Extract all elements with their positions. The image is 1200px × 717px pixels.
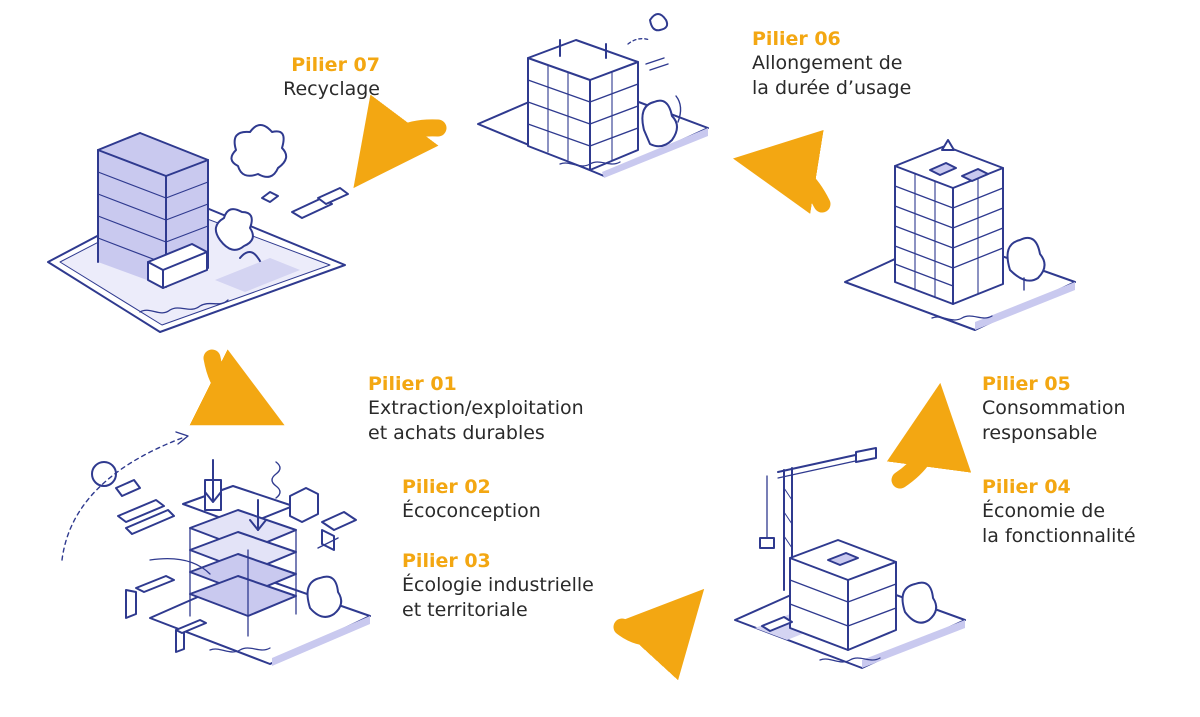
recycling-building-illustration (47, 124, 349, 333)
pillar-03-title: Pilier 03 (402, 550, 491, 572)
pillar-06-description: Allongement de la durée d’usage (752, 52, 912, 99)
pillar-05-label: Pilier 05 Consommation responsable (982, 372, 1126, 445)
pillar-07-label: Pilier 07 Recyclage (272, 53, 380, 102)
pillar-05-description: Consommation responsable (982, 397, 1126, 444)
cycle-arrow-05-to-06 (733, 129, 831, 214)
pillar-04-title: Pilier 04 (982, 476, 1071, 498)
design-building-illustration (61, 431, 371, 666)
pillar-02-description: Écoconception (402, 500, 541, 523)
inhabited-building-illustration (844, 139, 1076, 331)
pillar-01-label: Pilier 01 Extraction/exploitation et ach… (368, 372, 584, 445)
cycle-arrow-07-to-01 (189, 349, 285, 426)
pillar-04-label: Pilier 04 Économie de la fonctionnalité (982, 475, 1136, 548)
renovation-building-illustration (477, 13, 709, 178)
construction-site-illustration (734, 447, 966, 669)
pillar-07-description: Recyclage (283, 78, 380, 101)
pillar-05-title: Pilier 05 (982, 373, 1071, 395)
cycle-arrow-01-to-03 (613, 588, 705, 681)
pillar-06-label: Pilier 06 Allongement de la durée d’usag… (752, 27, 911, 100)
cycle-arrow-06-to-07 (353, 94, 447, 189)
pillar-01-description: Extraction/exploitation et achats durabl… (368, 397, 584, 444)
pillar-02-label: Pilier 02 Écoconception (402, 475, 541, 524)
pillar-07-title: Pilier 07 (291, 54, 380, 76)
pillar-04-description: Économie de la fonctionnalité (982, 500, 1136, 547)
pillar-03-label: Pilier 03 Écologie industrielle et terri… (402, 549, 594, 622)
pillar-06-title: Pilier 06 (752, 28, 841, 50)
pillar-03-description: Écologie industrielle et territoriale (402, 574, 594, 621)
cycle-arrow-04-to-05 (886, 382, 972, 489)
pillar-01-title: Pilier 01 (368, 373, 457, 395)
pillar-02-title: Pilier 02 (402, 476, 491, 498)
